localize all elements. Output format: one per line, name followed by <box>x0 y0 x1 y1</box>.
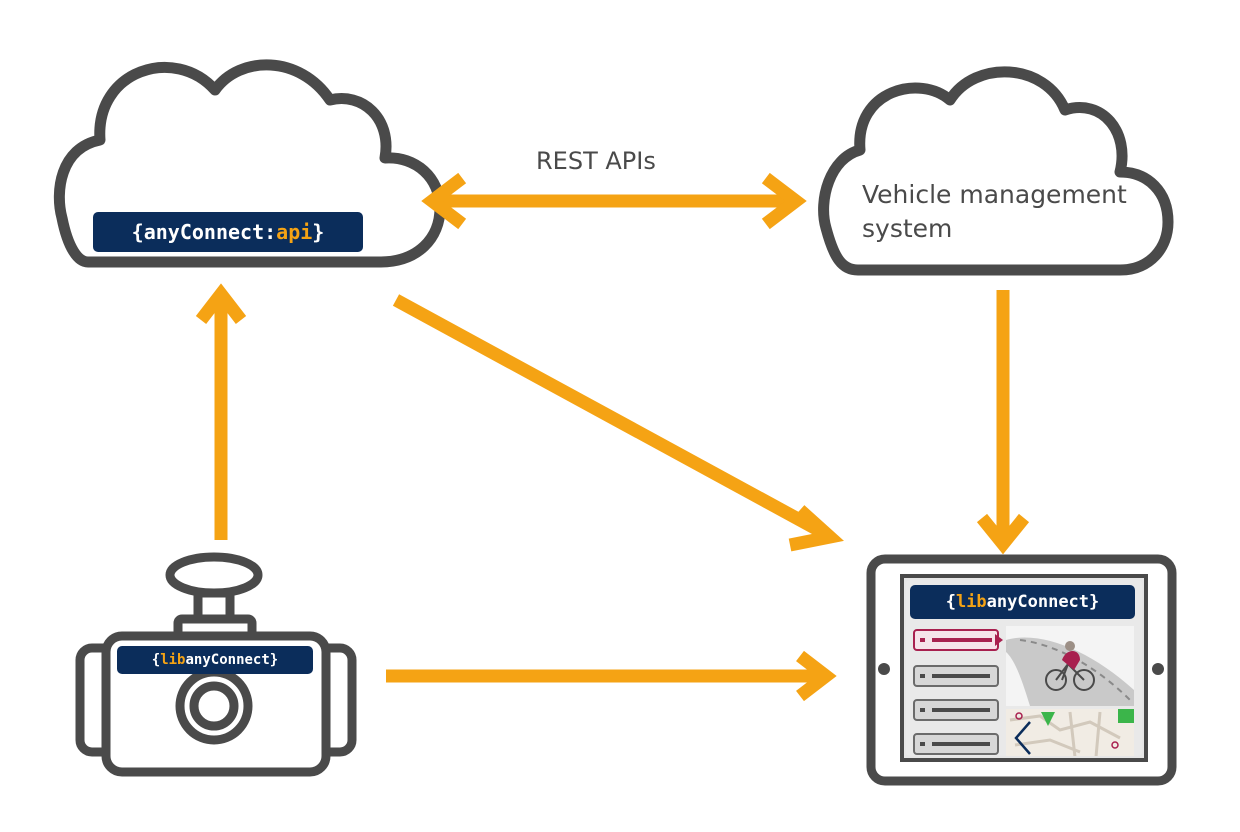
arrow-camera-to-api <box>195 283 247 540</box>
vms-label: Vehicle management system <box>862 178 1127 246</box>
badge-name: anyConnect: <box>143 220 277 244</box>
badge-brace-close: } <box>1089 592 1100 612</box>
badge-brace-close: } <box>269 652 279 668</box>
arrow-rest-apis <box>421 172 807 230</box>
badge-name: anyConnect <box>986 592 1090 612</box>
badge-name: anyConnect <box>185 652 270 668</box>
vms-label-line1: Vehicle management <box>862 180 1127 209</box>
map-view <box>1006 709 1134 756</box>
badge-highlight: lib <box>160 652 186 668</box>
anyconnect-api-badge: {anyConnect:api} <box>93 212 363 252</box>
arrow-api-to-tablet <box>392 294 844 552</box>
badge-brace-open: { <box>151 652 161 668</box>
badge-highlight: lib <box>955 592 987 612</box>
badge-highlight: api <box>276 220 313 244</box>
badge-brace-open: { <box>131 220 144 244</box>
cyclist-view <box>1006 626 1134 706</box>
badge-brace-open: { <box>945 592 956 612</box>
vms-label-line2: system <box>862 214 953 243</box>
arrow-camera-to-tablet <box>386 650 837 702</box>
arrow-vms-to-tablet <box>976 290 1030 555</box>
rest-apis-label: REST APIs <box>536 147 656 175</box>
tablet-menu-list <box>913 629 1003 755</box>
cloud-vehicle-management <box>818 66 1174 276</box>
badge-brace-close: } <box>312 220 325 244</box>
